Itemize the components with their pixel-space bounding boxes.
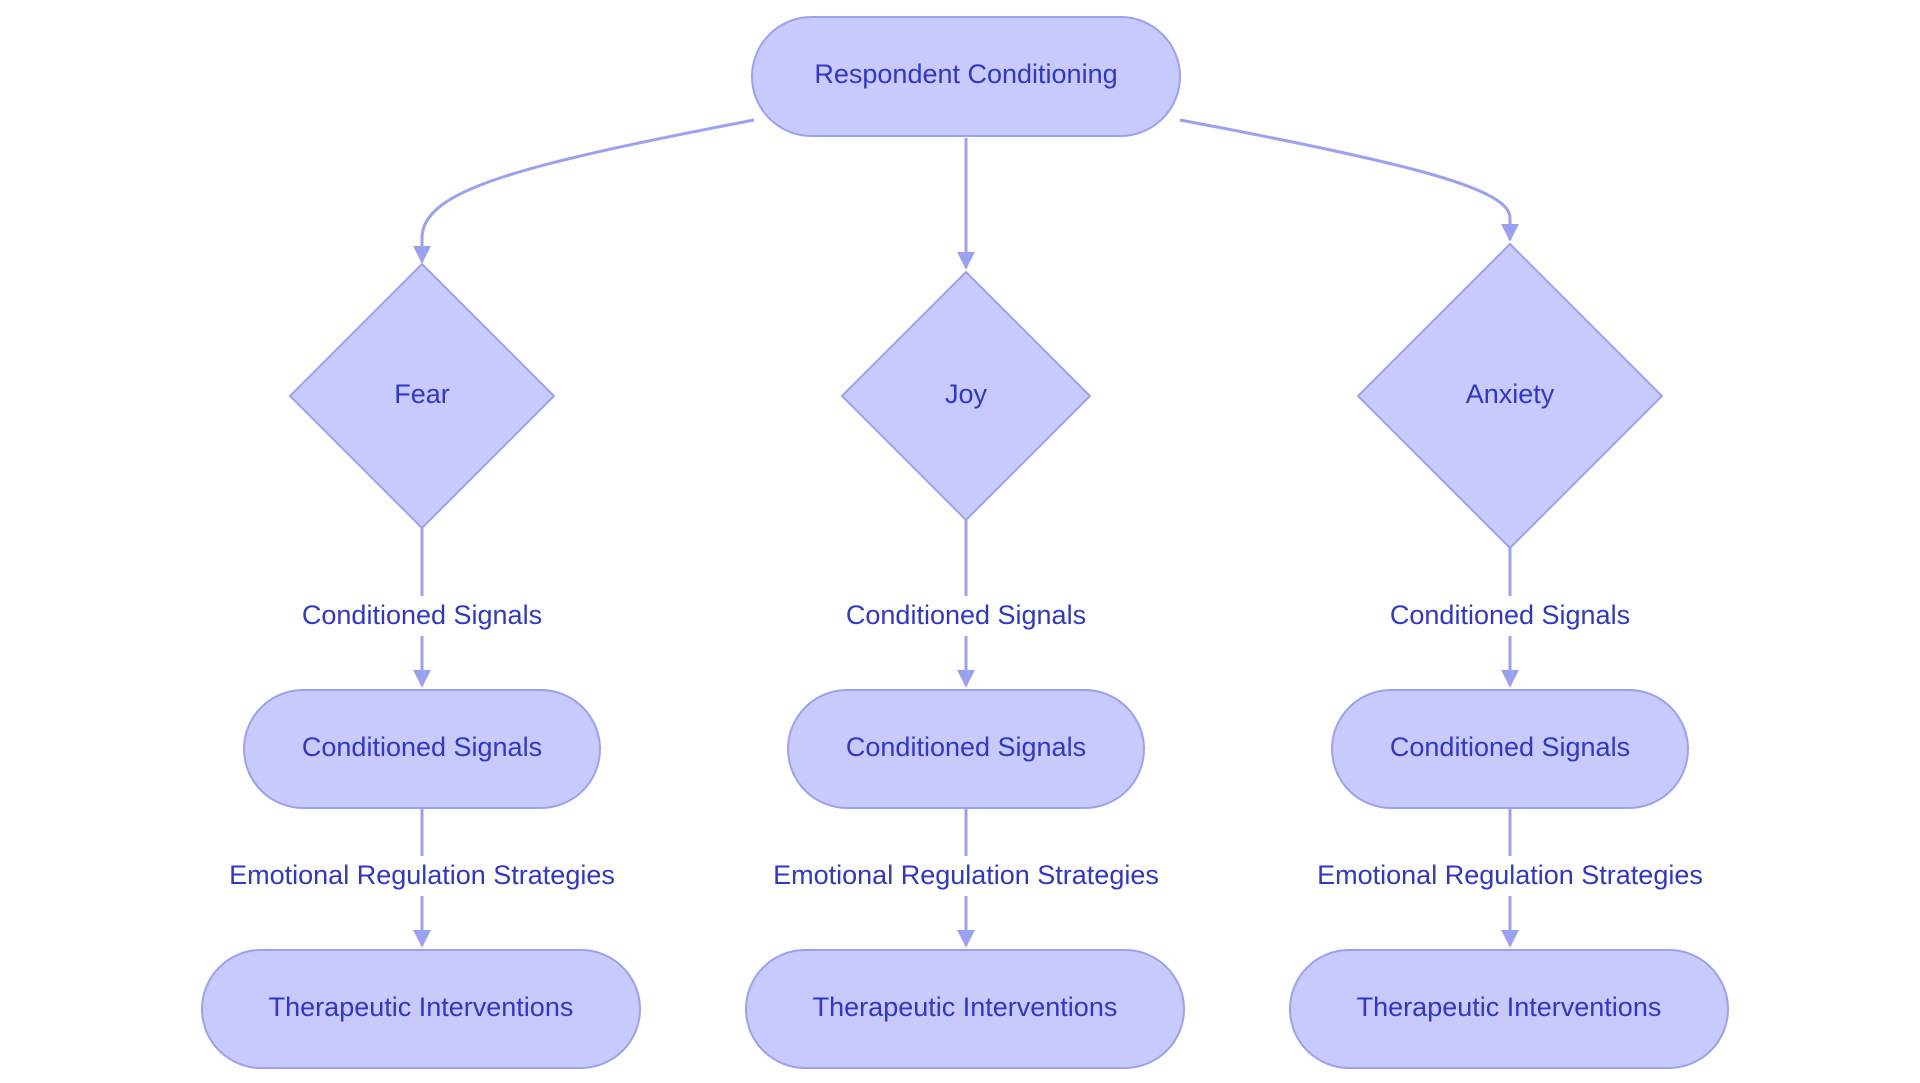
signals-node [1331, 689, 1689, 809]
edge-label-conditioned-signals: Conditioned Signals [1390, 600, 1630, 630]
edge-label-background [1368, 596, 1652, 636]
edge-root-to-anxiety [1179, 118, 1519, 242]
branch-joy: Joy Conditioned Signals Conditioned Sign… [740, 270, 1192, 1069]
branch-anxiety: Anxiety Conditioned Signals Conditioned … [1284, 242, 1736, 1069]
edge-label-background [280, 596, 564, 636]
signals-node [787, 689, 1145, 809]
interventions-label: Therapeutic Interventions [269, 992, 574, 1022]
emotion-label: Anxiety [1466, 379, 1555, 409]
edge-root-to-fear [413, 118, 755, 264]
edge-label-conditioned-signals: Conditioned Signals [302, 600, 542, 630]
edge-label-emotional-regulation: Emotional Regulation Strategies [229, 860, 615, 890]
edge-label-background [196, 856, 648, 896]
edge-label-conditioned-signals: Conditioned Signals [846, 600, 1086, 630]
interventions-node [201, 949, 641, 1069]
emotion-decision-node [288, 262, 556, 530]
edge-label-emotional-regulation: Emotional Regulation Strategies [773, 860, 1159, 890]
emotion-decision-node [840, 270, 1092, 522]
edge-label-background [1284, 856, 1736, 896]
signals-node [243, 689, 601, 809]
emotion-label: Joy [945, 379, 988, 409]
signals-label: Conditioned Signals [1390, 732, 1630, 762]
edge-label-background [740, 856, 1192, 896]
interventions-label: Therapeutic Interventions [813, 992, 1118, 1022]
emotion-decision-node [1356, 242, 1664, 550]
interventions-node [1289, 949, 1729, 1069]
signals-label: Conditioned Signals [302, 732, 542, 762]
edge-label-emotional-regulation: Emotional Regulation Strategies [1317, 860, 1703, 890]
interventions-label: Therapeutic Interventions [1357, 992, 1662, 1022]
root-node: Respondent Conditioning [751, 16, 1181, 137]
emotion-label: Fear [394, 379, 450, 409]
branch-fear: Fear Conditioned Signals Conditioned Sig… [196, 262, 648, 1069]
edge-label-background [824, 596, 1108, 636]
interventions-node [745, 949, 1185, 1069]
signals-label: Conditioned Signals [846, 732, 1086, 762]
root-label: Respondent Conditioning [814, 59, 1117, 89]
